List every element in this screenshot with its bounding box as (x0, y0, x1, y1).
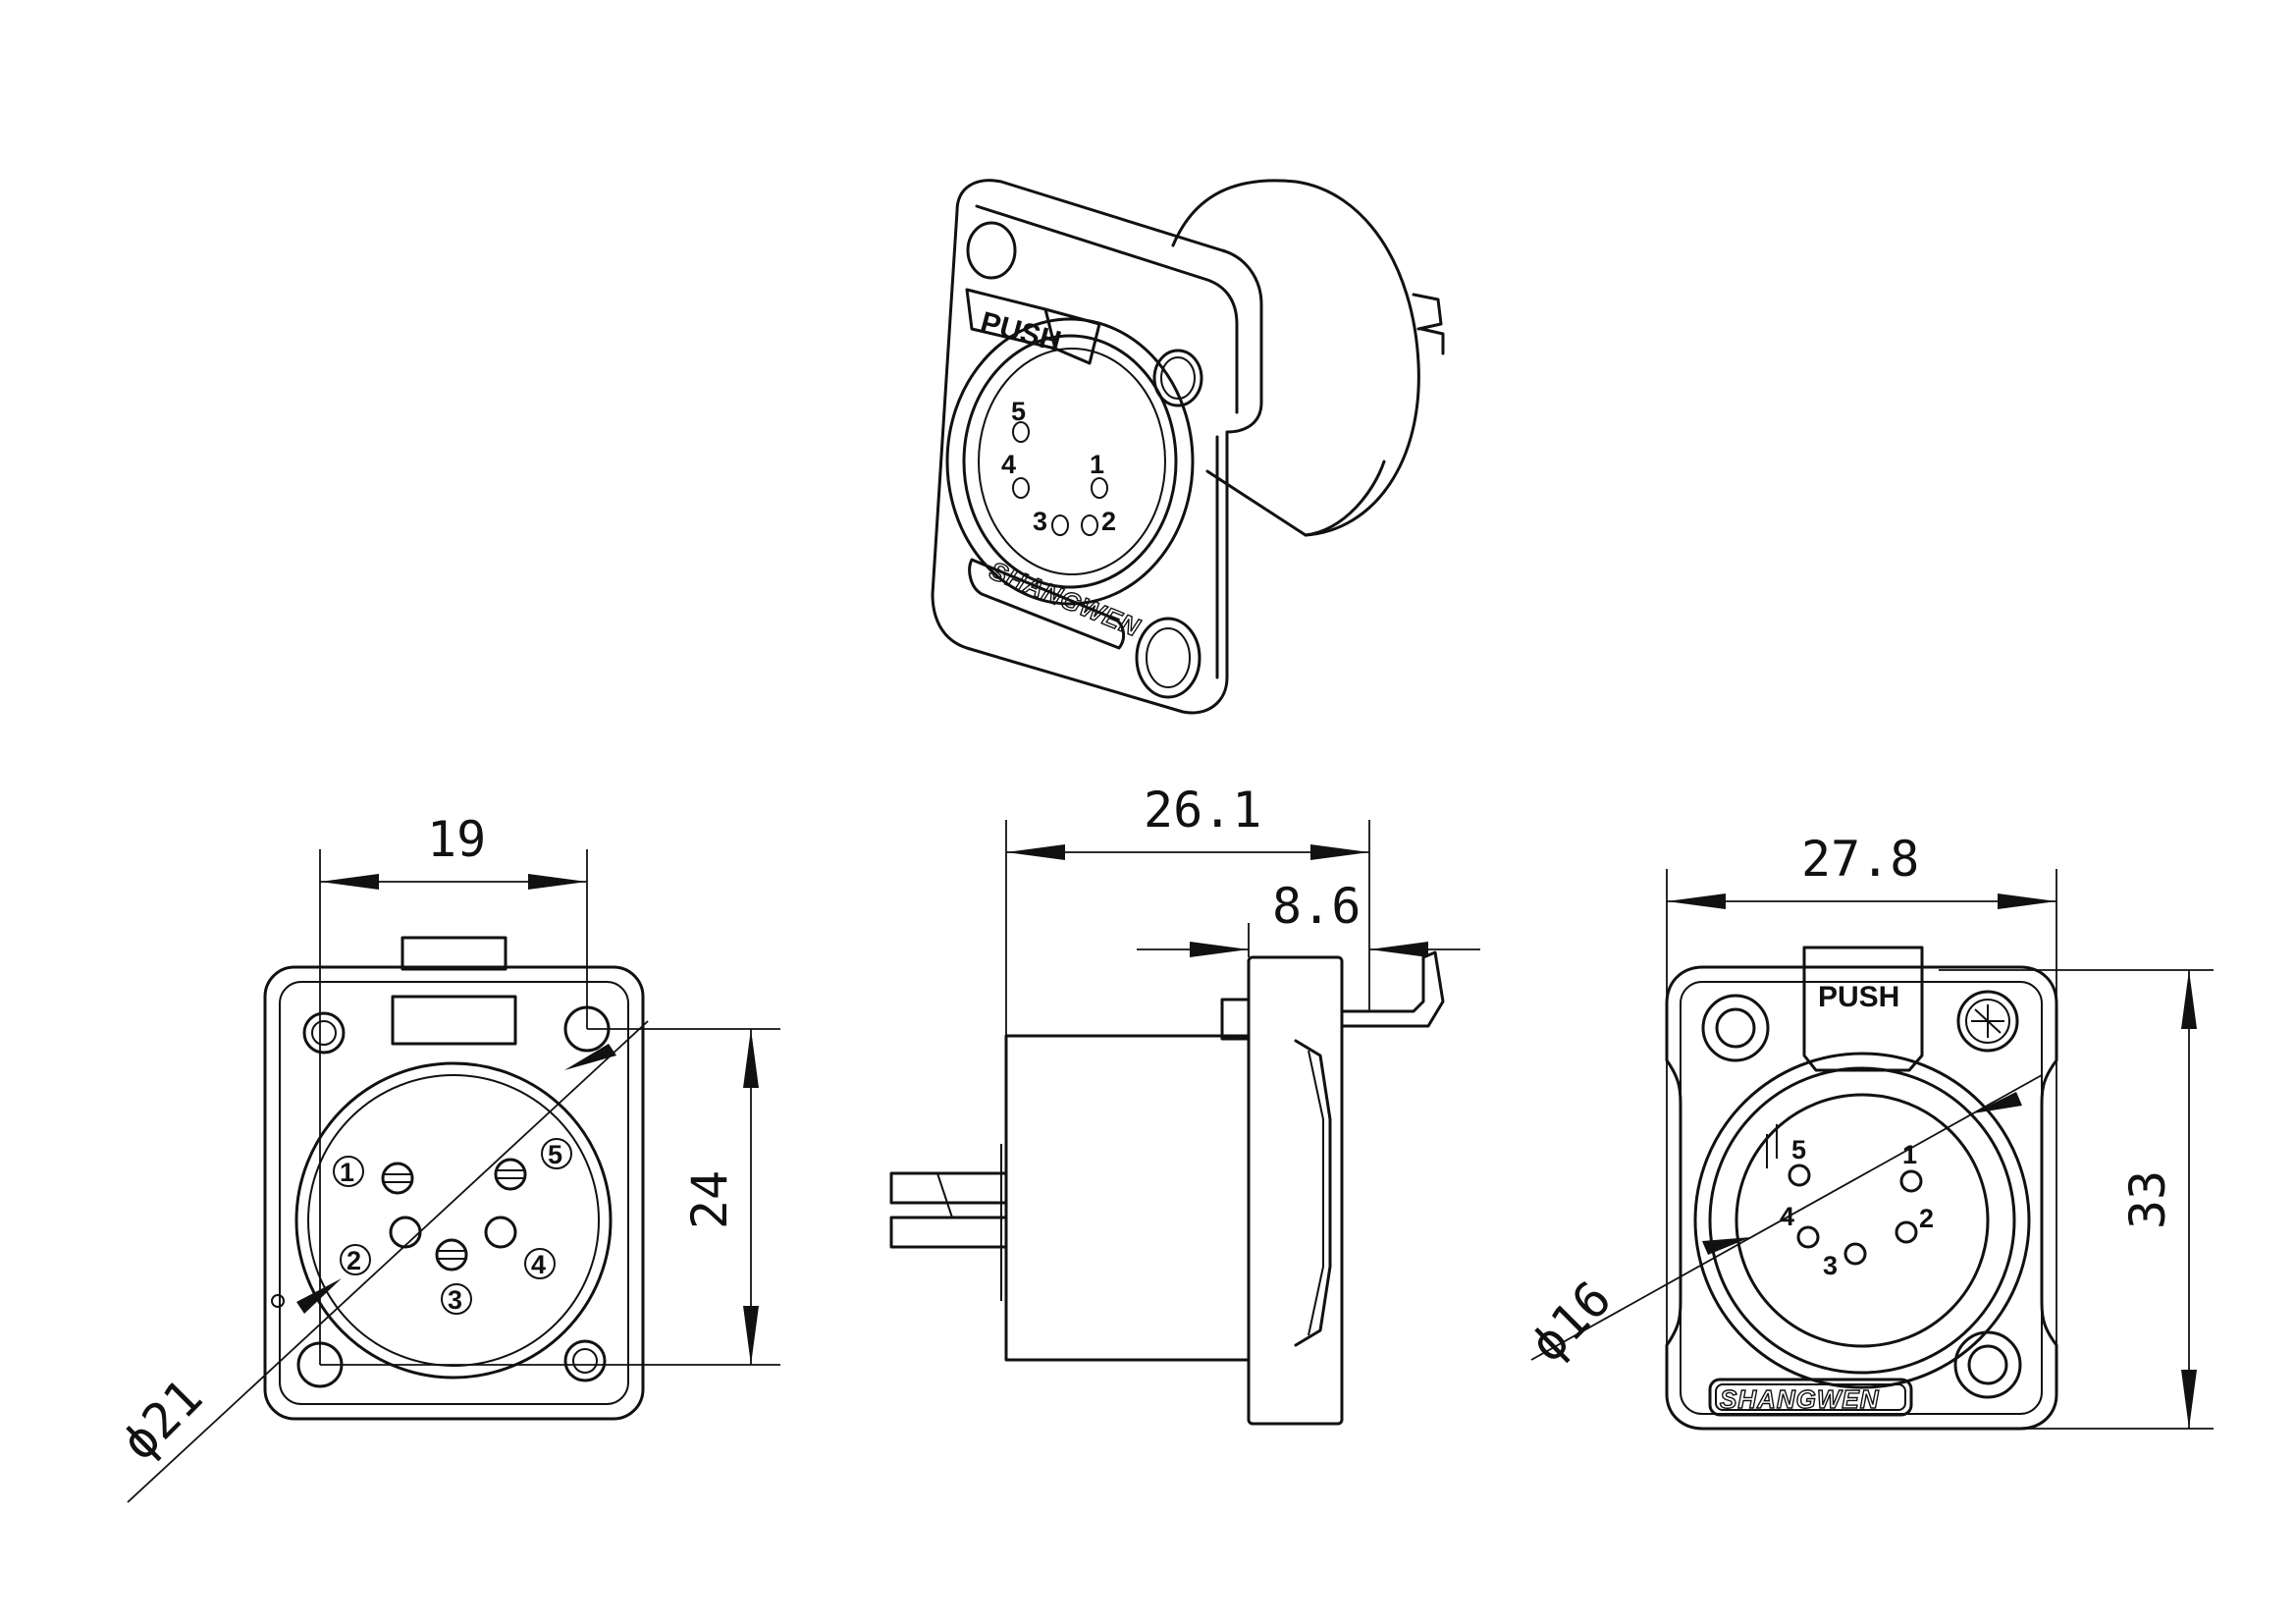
iso-pin-label-2: 2 (1101, 507, 1116, 536)
back-pin-label-2: 2 (1919, 1204, 1934, 1233)
dim-front-diameter: ϕ21 (110, 1369, 213, 1472)
back-push-label: PUSH (1818, 981, 1899, 1013)
iso-pin-2 (1081, 514, 1098, 536)
back-pin-label-5: 5 (1791, 1135, 1806, 1164)
dim-side-depth: 26.1 (1144, 782, 1261, 839)
back-pin-3 (1843, 1242, 1867, 1266)
front-pin-label-2: 2 (347, 1246, 361, 1275)
back-pin-label-1: 1 (1902, 1140, 1917, 1169)
back-pin-2 (1895, 1220, 1918, 1244)
isometric-view: PUSH 5 4 1 3 2 SHANGWEN (931, 179, 1445, 715)
dim-back-width: 27.8 (1801, 831, 1919, 888)
iso-pin-label-1: 1 (1090, 450, 1104, 479)
back-pin-5 (1788, 1164, 1811, 1187)
back-pin-1 (1899, 1169, 1923, 1193)
front-view: 1 5 2 4 3 19 24 ϕ21 (110, 811, 780, 1503)
dim-back-height: 33 (2119, 1170, 2176, 1229)
iso-pin-4 (1012, 477, 1030, 499)
iso-brand-label: SHANGWEN (986, 556, 1145, 643)
back-brand-label: SHANGWEN (1720, 1384, 1880, 1414)
dim-side-flange: 8.6 (1272, 878, 1361, 935)
iso-pin-label-4: 4 (1001, 450, 1016, 479)
front-pin-label-3: 3 (448, 1285, 462, 1315)
front-pin-label-1: 1 (340, 1158, 354, 1187)
iso-pin-5 (1012, 421, 1030, 443)
dim-front-height: 24 (681, 1170, 738, 1229)
back-pin-label-3: 3 (1823, 1251, 1838, 1280)
iso-pin-label-5: 5 (1011, 397, 1026, 426)
side-view: 26.1 8.6 (889, 782, 1480, 1426)
iso-pin-1 (1091, 477, 1108, 499)
dim-front-width: 19 (427, 811, 486, 868)
iso-pin-label-3: 3 (1033, 507, 1047, 536)
front-pin-label-4: 4 (531, 1250, 546, 1279)
back-pin-4 (1796, 1225, 1820, 1249)
back-view: PUSH 5 1 4 2 3 SHANGWEN 27.8 33 (1519, 831, 2214, 1431)
front-pin-label-5: 5 (548, 1140, 562, 1169)
iso-pin-3 (1051, 514, 1069, 536)
